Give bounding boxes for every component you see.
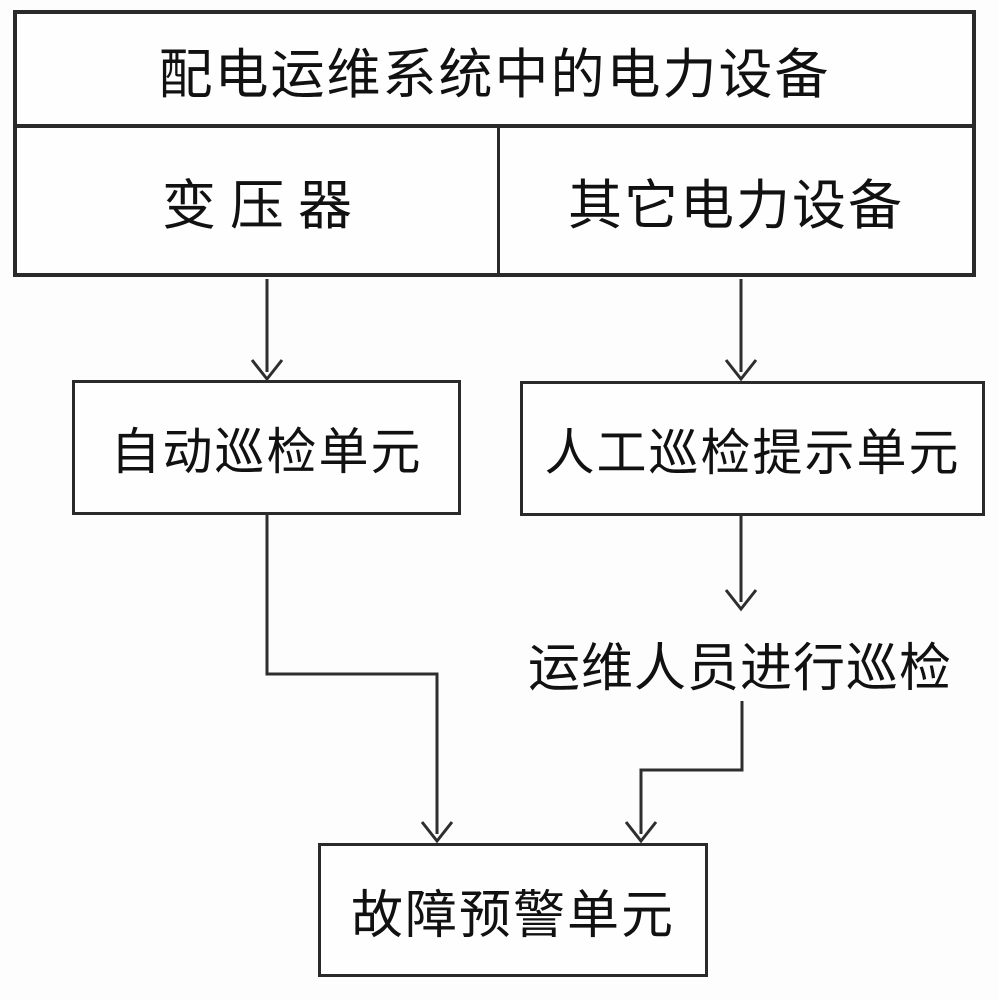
node-fault-warning-label: 故障预警单元 xyxy=(350,886,675,945)
node-transformer-label: 变压器 xyxy=(162,176,366,236)
node-power-equipment: 配电运维系统中的电力设备 xyxy=(17,14,972,128)
arrow-down-icon xyxy=(724,589,758,612)
node-power-equipment-label: 配电运维系统中的电力设备 xyxy=(158,44,831,105)
node-power-equipment-group: 配电运维系统中的电力设备 变压器 其它电力设备 xyxy=(13,10,976,277)
node-fault-warning-unit: 故障预警单元 xyxy=(318,843,708,977)
connector-manual-to-personnel xyxy=(724,513,758,612)
node-manual-inspection-unit: 人工巡检提示单元 xyxy=(520,381,985,516)
arrow-down-icon xyxy=(624,821,658,844)
connector-line xyxy=(639,701,744,834)
node-transformer: 变压器 xyxy=(17,128,500,273)
node-other-equipment-label: 其它电力设备 xyxy=(568,176,904,236)
connector-transformer-to-auto xyxy=(250,279,284,382)
node-personnel-inspection: 运维人员进行巡检 xyxy=(505,626,975,701)
node-personnel-inspection-label: 运维人员进行巡检 xyxy=(527,640,952,698)
arrow-down-icon xyxy=(420,821,454,844)
connector-auto-to-fault xyxy=(265,512,454,844)
node-other-equipment: 其它电力设备 xyxy=(500,128,972,273)
arrow-down-icon xyxy=(724,359,758,382)
connector-other-equipment-to-manual xyxy=(724,279,758,382)
node-auto-inspection-label: 自动巡检单元 xyxy=(110,423,423,480)
equipment-type-row: 变压器 其它电力设备 xyxy=(17,128,972,273)
connector-line xyxy=(265,512,439,834)
node-auto-inspection-unit: 自动巡检单元 xyxy=(72,380,461,515)
connector-personnel-to-fault xyxy=(624,701,744,844)
node-manual-inspection-label: 人工巡检提示单元 xyxy=(544,424,961,481)
arrow-down-icon xyxy=(250,359,284,382)
